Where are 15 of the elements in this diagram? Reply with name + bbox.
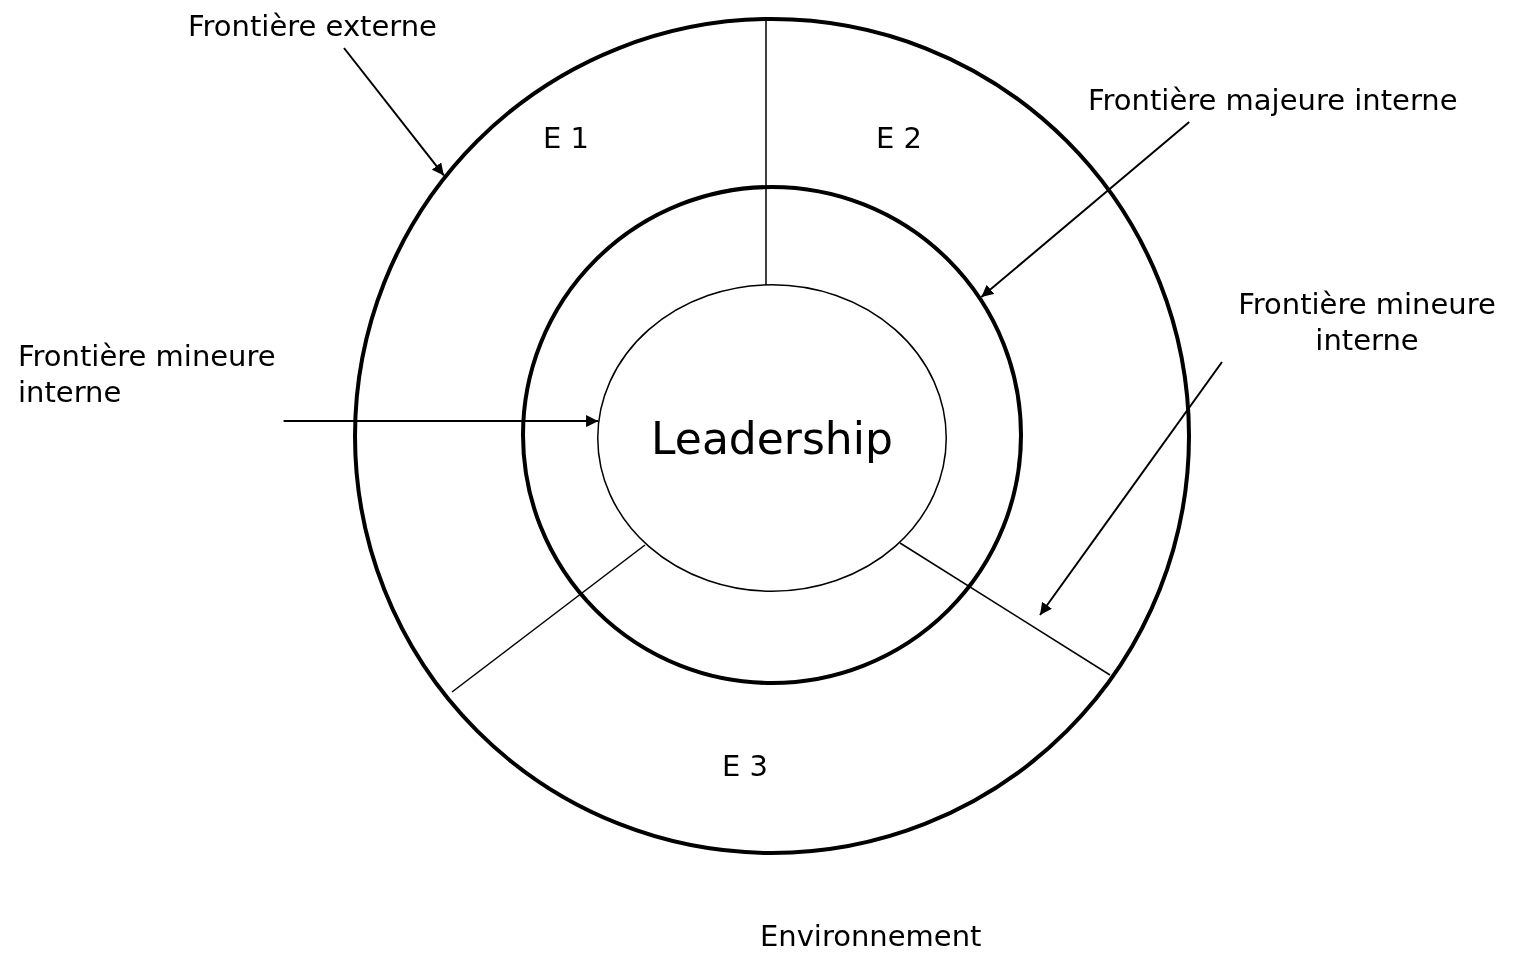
callout-text: Frontière mineure interne xyxy=(1222,286,1512,362)
arrow xyxy=(343,47,445,177)
arrow xyxy=(1039,361,1223,616)
segment-label: E 1 xyxy=(543,120,589,156)
segment-label: E 2 xyxy=(876,120,922,156)
callout-text: Frontière mineure interne xyxy=(18,338,338,421)
callout-text: Frontière externe xyxy=(188,8,488,48)
ring-circle xyxy=(521,185,1023,685)
environment-label: Environnement xyxy=(760,918,982,953)
callout-text: Frontière majeure interne xyxy=(1088,82,1528,122)
ellipse-node xyxy=(597,284,947,592)
arrow xyxy=(980,121,1191,299)
center-label: Leadership xyxy=(651,412,893,464)
segment-label: E 3 xyxy=(722,748,768,784)
arrow xyxy=(282,415,600,428)
